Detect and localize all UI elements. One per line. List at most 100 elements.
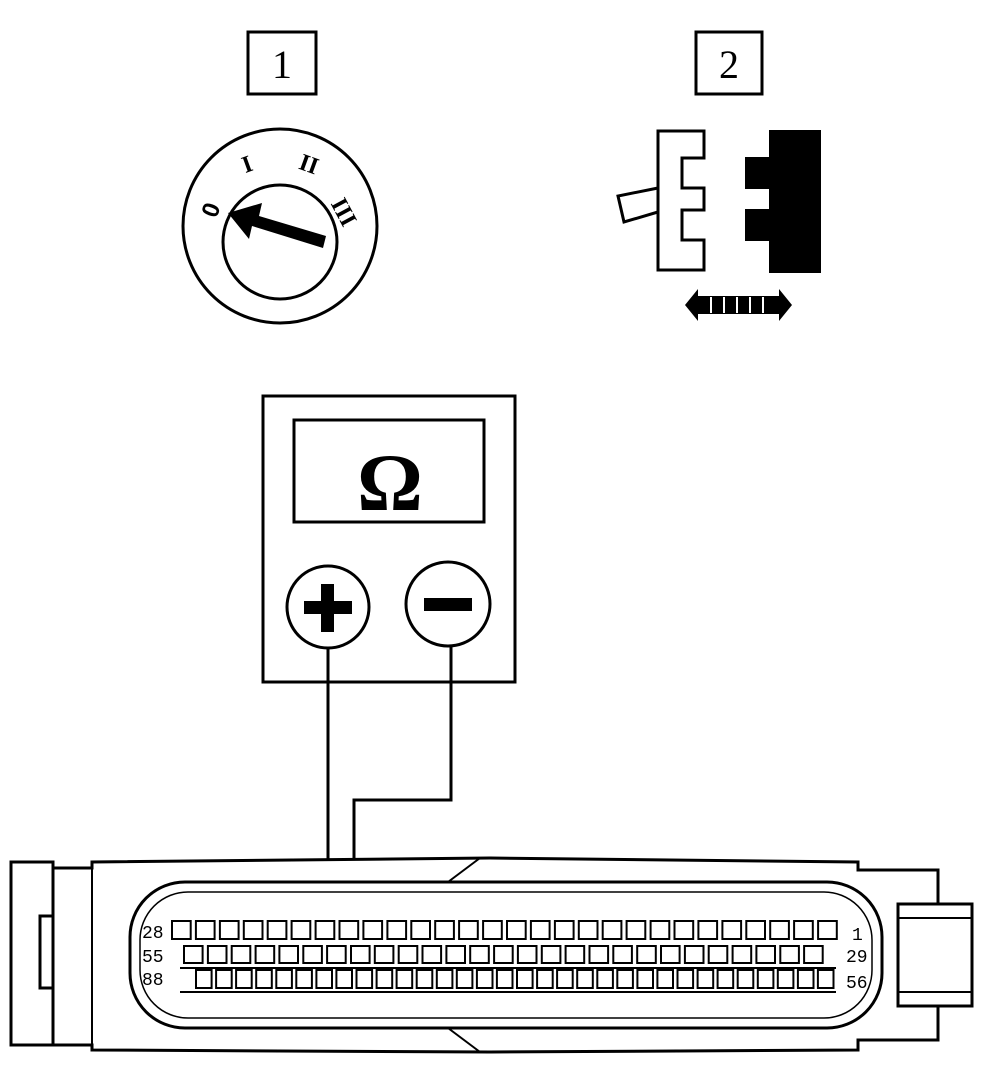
ohm-unit-label: Ω: [357, 437, 423, 528]
connector-pin: [649, 920, 671, 940]
connector-pin: [275, 969, 293, 989]
connector-pin: [495, 969, 514, 989]
row-1-left-label: 28: [142, 924, 164, 944]
connector-pin: [636, 969, 655, 989]
connector-pin: [195, 969, 213, 989]
connector-pin: [171, 920, 192, 940]
connector-pin: [796, 969, 815, 989]
row-2-left-label: 55: [142, 948, 164, 968]
connector-pin: [721, 920, 743, 940]
connector-pin: [660, 945, 681, 964]
connector-pin: [350, 945, 371, 964]
connector-pin: [576, 969, 594, 989]
connector-pin: [776, 969, 795, 989]
connector-pin: [793, 920, 814, 940]
connector-pin: [506, 920, 527, 940]
connector-pin: [656, 969, 675, 989]
connector-pin: [756, 969, 775, 989]
connector-pin: [315, 969, 333, 989]
double-arrow-icon: [685, 289, 792, 321]
connector-pin: [816, 969, 835, 989]
row-1-right-label: 1: [852, 926, 863, 946]
connector-pin: [266, 920, 288, 940]
connector-pin: [556, 969, 574, 989]
connector-pin: [817, 920, 838, 940]
connector-pin: [482, 920, 503, 940]
connector-pin: [215, 969, 233, 989]
connector-pin: [373, 945, 395, 964]
connector-pin: [395, 969, 414, 989]
connector-pin: [326, 945, 347, 964]
connector-pin: [803, 945, 824, 964]
connector-pin: [355, 969, 374, 989]
minus-probe-icon: [404, 560, 492, 648]
connector-pin: [676, 969, 695, 989]
connector-pin: [455, 969, 474, 989]
connector-right-latch: [896, 902, 974, 1008]
connector-pin: [445, 945, 466, 964]
connector-pin: [769, 920, 790, 940]
ignition-switch-icon: 0 I II III: [181, 127, 379, 325]
connector-pin: [736, 969, 755, 989]
connector-pin: [596, 969, 614, 989]
connector-pin: [577, 920, 599, 940]
connector-pin: [458, 920, 479, 940]
connector-pin: [716, 969, 735, 989]
ohmmeter-display: [292, 418, 486, 524]
step-2-number: 2: [719, 42, 739, 87]
connector-pin: [338, 920, 360, 940]
connector-pin: [493, 945, 514, 964]
connector-pin: [386, 920, 408, 940]
connector-pin: [435, 969, 454, 989]
connector-pin: [564, 945, 586, 964]
connector-pin: [183, 945, 204, 964]
connector-pin: [516, 945, 538, 964]
row-3-left-label: 88: [142, 971, 164, 991]
connector-pin: [696, 969, 715, 989]
step-1: 1: [246, 30, 318, 96]
connector-pin: [707, 945, 729, 964]
connector-pin: [540, 945, 562, 964]
connector-pin: [536, 969, 554, 989]
connector-pin: [553, 920, 575, 940]
step-1-box: [246, 30, 318, 96]
connector-pin: [475, 969, 494, 989]
step-2: 2: [694, 30, 764, 96]
connector-pin: [731, 945, 753, 964]
step-2-box: [694, 30, 764, 96]
connector-pin: [254, 945, 276, 964]
connector-pin: [335, 969, 353, 989]
connector-pin: [415, 969, 434, 989]
connector-pin: [421, 945, 443, 964]
step-1-number: 1: [272, 42, 292, 87]
connector-pin: [529, 920, 551, 940]
row-2-right-label: 29: [846, 948, 868, 968]
row-3-right-label: 56: [846, 974, 868, 994]
connector-pin: [362, 920, 384, 940]
ecu-connector: 28 55 88 1 29 56: [9, 856, 974, 1054]
connector-pin: [255, 969, 273, 989]
connector-pin: [745, 920, 766, 940]
connector-pin: [314, 920, 336, 940]
connector-pin: [612, 945, 633, 964]
connector-pin: [218, 920, 240, 940]
connector-pin: [230, 945, 252, 964]
connector-pin: [235, 969, 253, 989]
connector-pin: [755, 945, 777, 964]
connector-pin: [636, 945, 657, 964]
connector-pin: [290, 920, 312, 940]
connector-pin: [616, 969, 634, 989]
connector-pin: [673, 920, 695, 940]
connector-pin: [697, 920, 719, 940]
connector-pin: [434, 920, 455, 940]
ohmmeter: Ω: [261, 394, 517, 684]
plus-probe-icon: [285, 564, 371, 650]
connector-pin: [516, 969, 534, 989]
connector-pin-rows: [171, 920, 838, 989]
connector-pin: [625, 920, 647, 940]
connector-pin: [469, 945, 490, 964]
connector-pin: [375, 969, 394, 989]
connector-pin: [683, 945, 705, 964]
